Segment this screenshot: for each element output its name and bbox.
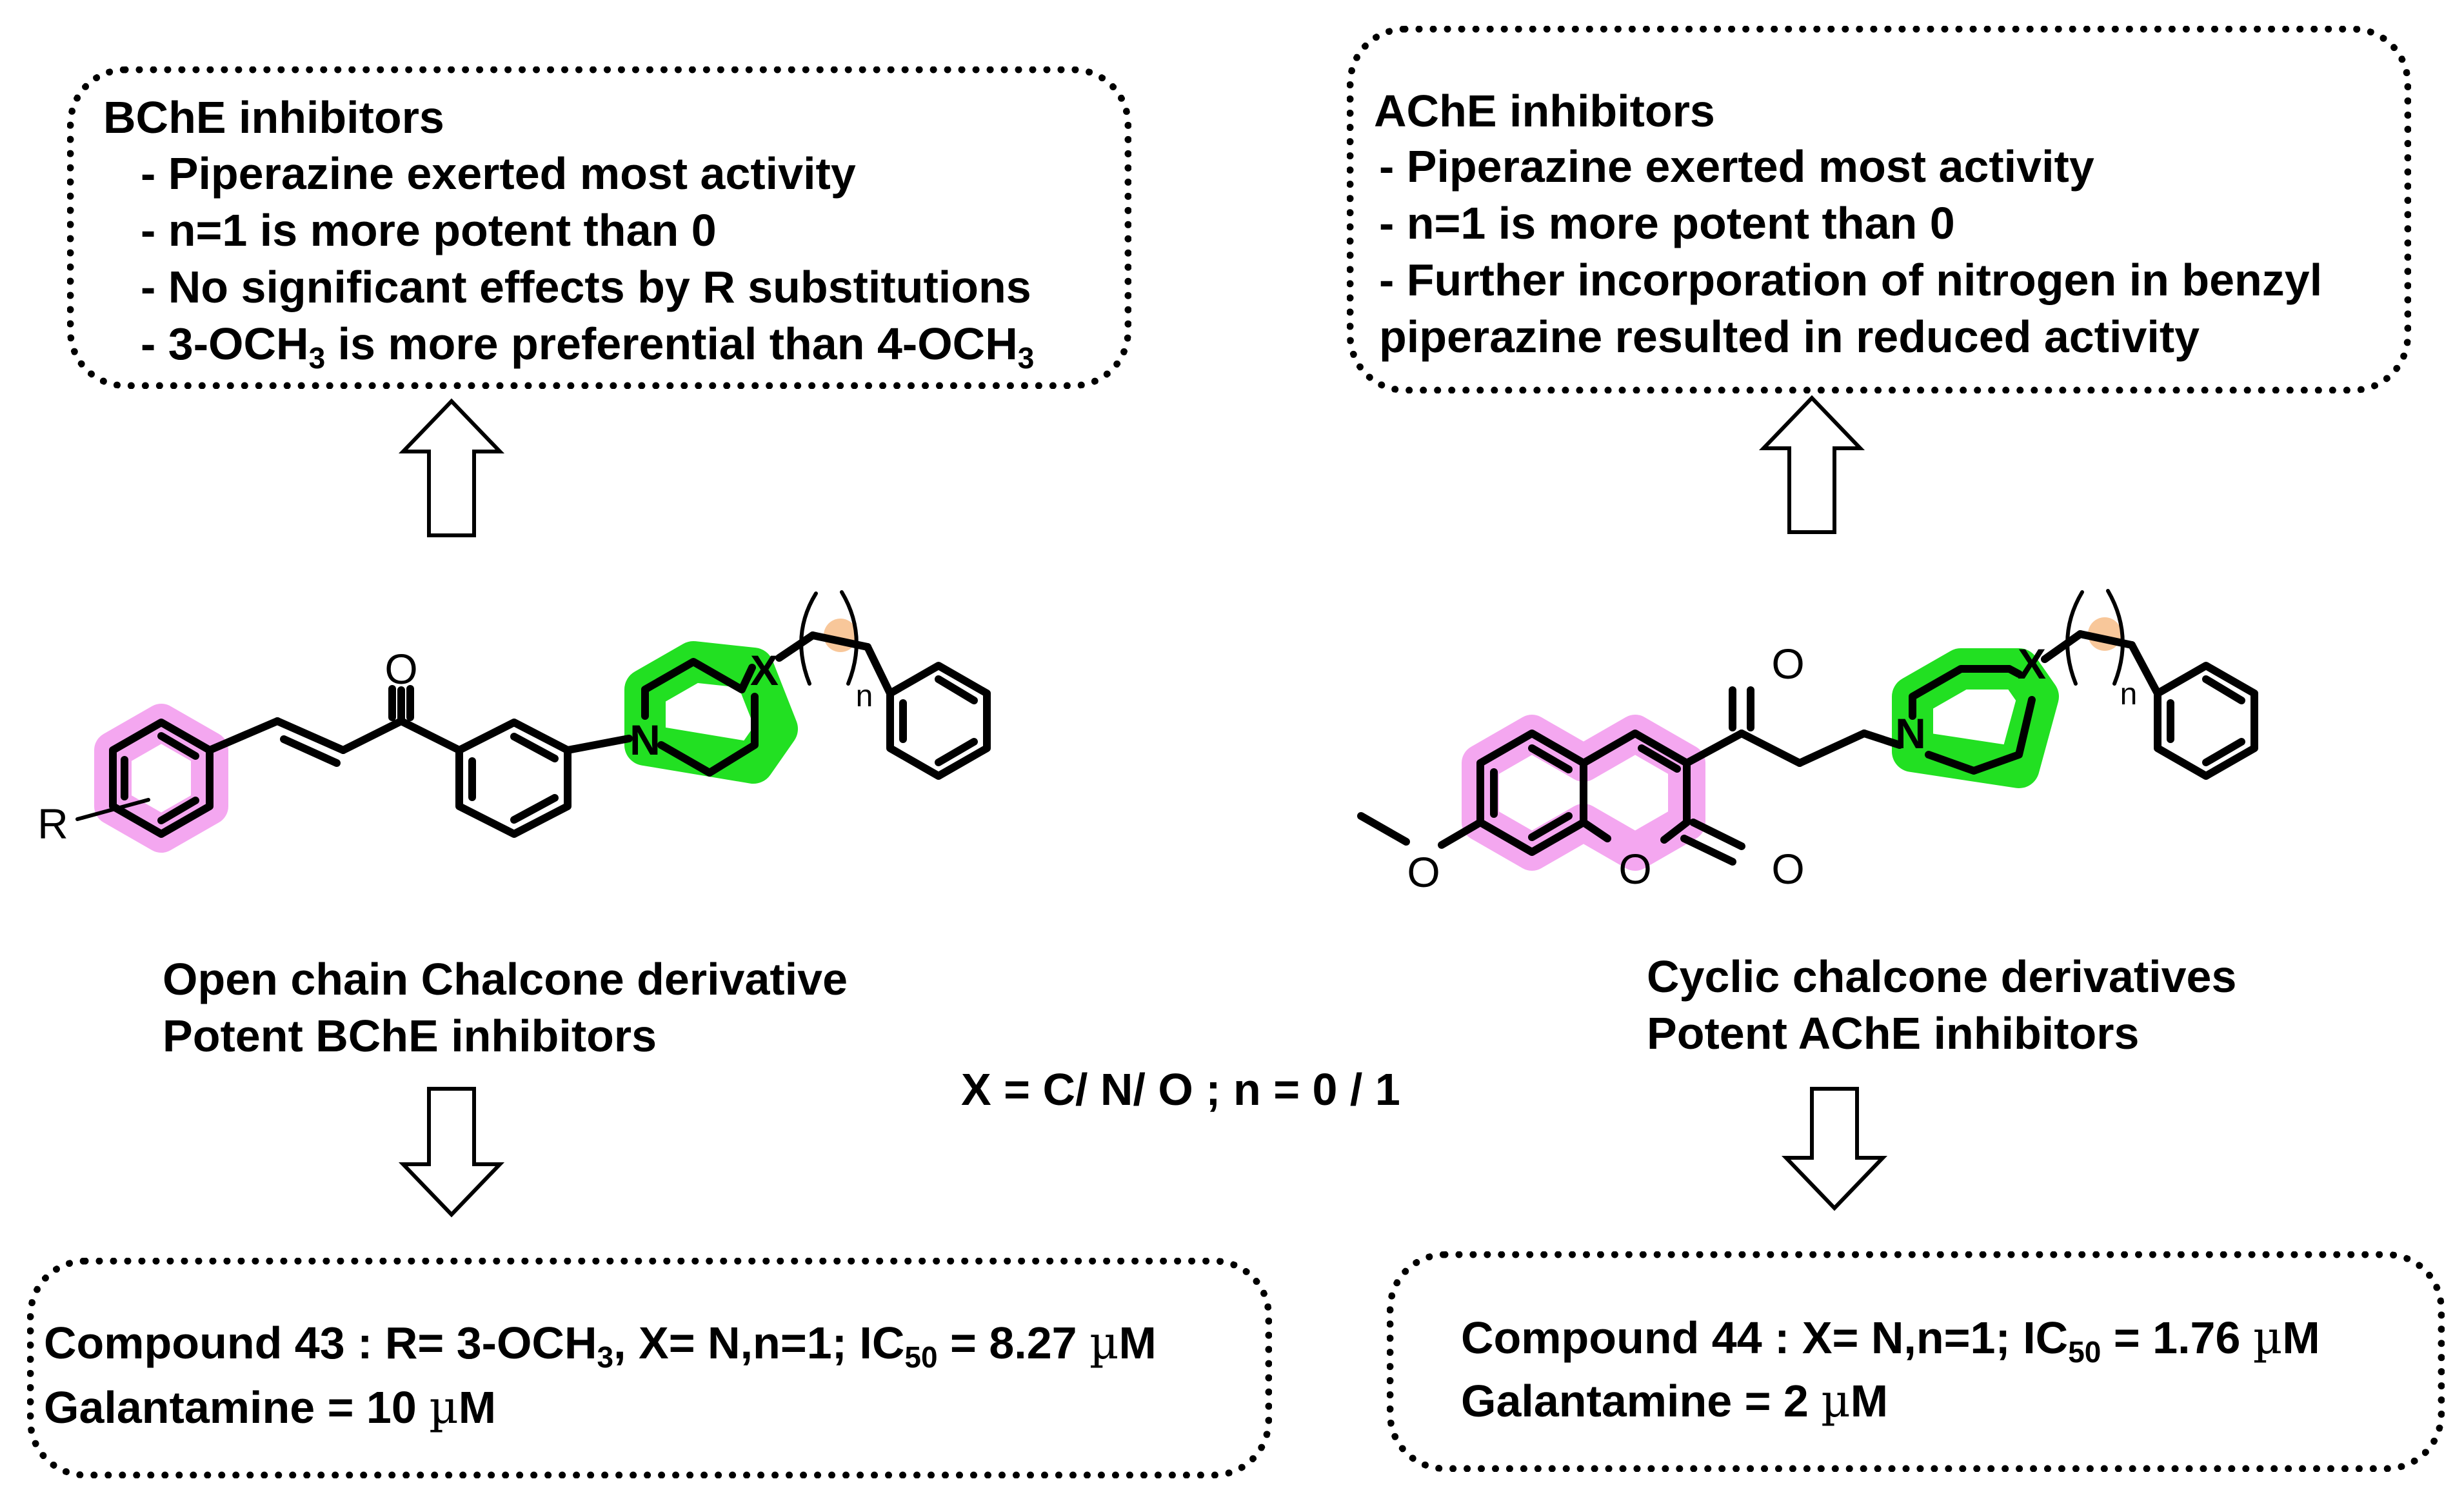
right-piperazine-x-atom: X bbox=[2018, 640, 2046, 688]
right-lactone-carbonyl-oxygen: O bbox=[1771, 845, 1804, 893]
left-piperazine-nitrogen: N bbox=[630, 716, 661, 764]
bche-sar-box bbox=[67, 66, 1131, 389]
right-ring-oxygen: O bbox=[1618, 845, 1651, 893]
left-caption-line-1: Open chain Chalcone derivative bbox=[163, 954, 848, 1004]
left-caption-line-2: Potent BChE inhibitors bbox=[163, 1011, 657, 1061]
right-n-repeat: n bbox=[2120, 677, 2138, 711]
left-carbonyl-bond bbox=[388, 685, 414, 721]
bche-point-1: - Piperazine exerted most activity bbox=[141, 148, 856, 199]
bche-point-4: - 3-OCH3 is more preferential than 4-OCH… bbox=[141, 319, 1035, 375]
right-caption-line-1: Cyclic chalcone derivatives bbox=[1647, 951, 2237, 1002]
ache-sar-box bbox=[1347, 26, 2411, 393]
ache-point-4: piperazine resulted in reduced activity bbox=[1379, 312, 2200, 362]
compound-44-box bbox=[1387, 1251, 2445, 1472]
ache-point-2: - n=1 is more potent than 0 bbox=[1379, 198, 1955, 248]
up-arrow-right bbox=[1758, 395, 1865, 534]
compound-43-box bbox=[27, 1258, 1272, 1478]
left-piperazine-x-atom: X bbox=[750, 646, 779, 694]
down-arrow-left bbox=[398, 1087, 505, 1218]
right-caption-line-2: Potent AChE inhibitors bbox=[1647, 1008, 2140, 1058]
open-chain-chalcone-structure bbox=[75, 590, 991, 853]
down-arrow-right bbox=[1781, 1087, 1888, 1211]
right-piperazine-nitrogen: N bbox=[1895, 710, 1926, 757]
left-r-substituent: R bbox=[37, 800, 68, 848]
right-keto-bond bbox=[1729, 686, 1754, 731]
compound-43-reference: Galantamine = 10 µM bbox=[44, 1381, 497, 1434]
compound-44-result: Compound 44 : X= N,n=1; IC50 = 1.76 µM bbox=[1461, 1311, 2320, 1369]
right-methoxy-oxygen: O bbox=[1407, 848, 1440, 896]
bche-box-title: BChE inhibitors bbox=[103, 92, 444, 143]
bche-point-2: - n=1 is more potent than 0 bbox=[141, 205, 717, 255]
right-keto-oxygen: O bbox=[1771, 640, 1804, 688]
substituent-definition-note: X = C/ N/ O ; n = 0 / 1 bbox=[961, 1064, 1400, 1115]
left-carbonyl-oxygen: O bbox=[384, 645, 417, 693]
ache-box-title: AChE inhibitors bbox=[1374, 86, 1715, 136]
ache-point-3: - Further incorporation of nitrogen in b… bbox=[1379, 255, 2323, 305]
ache-point-1: - Piperazine exerted most activity bbox=[1379, 141, 2094, 192]
compound-44-reference: Galantamine = 2 µM bbox=[1461, 1375, 1889, 1427]
compound-43-result: Compound 43 : R= 3-OCH3, X= N,n=1; IC50 … bbox=[44, 1316, 1157, 1374]
cyclic-chalcone-structure bbox=[1357, 589, 2258, 871]
up-arrow-left bbox=[398, 398, 505, 537]
bche-point-3: - No significant effects by R substituti… bbox=[141, 262, 1031, 312]
left-n-repeat: n bbox=[856, 679, 873, 713]
